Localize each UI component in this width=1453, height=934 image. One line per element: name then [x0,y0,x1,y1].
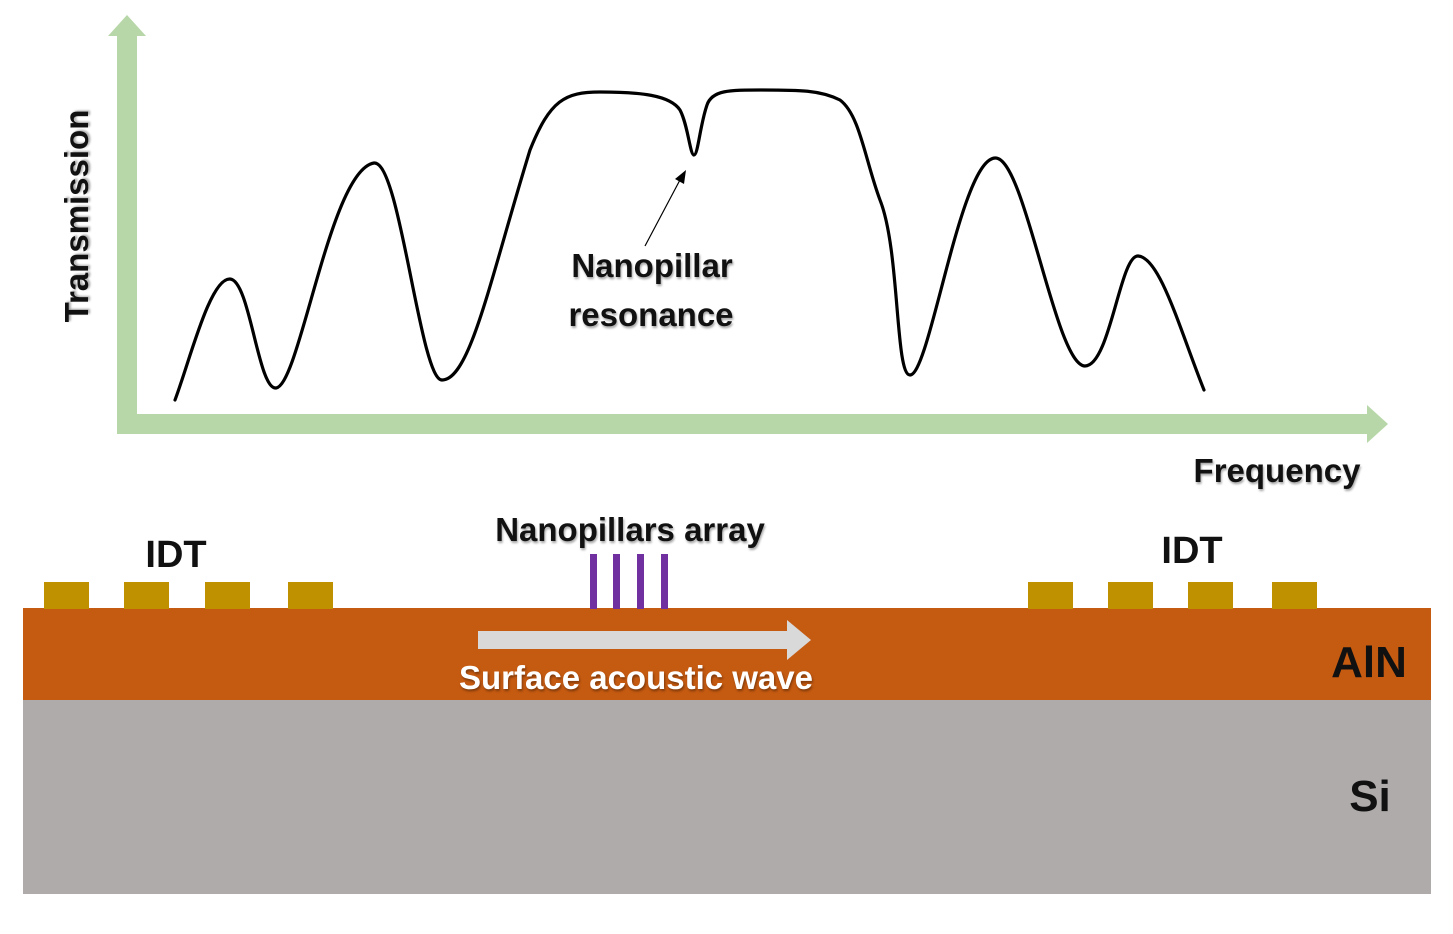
idt-electrode [205,582,250,609]
y-axis-label: Transmission [58,110,95,323]
x-axis-shaft [117,414,1369,434]
idt-electrode [124,582,169,609]
saw-label: Surface acoustic wave [459,659,813,696]
x-axis-arrowhead [1367,405,1388,443]
idt-left-label: IDT [145,534,206,576]
si-label: Si [1349,772,1391,821]
idt-electrode [1108,582,1153,609]
idt-right-electrodes [1028,582,1317,609]
idt-electrode [1188,582,1233,609]
device-cross-section: IDT IDT Nanopillars array Surface acoust… [23,511,1431,894]
nanopillar [613,554,620,609]
x-axis-label: Frequency [1194,452,1362,489]
x-axis-arrow [117,405,1388,443]
idt-electrode [288,582,333,609]
nanopillar [661,554,668,609]
nanopillar [590,554,597,609]
si-layer [23,700,1431,894]
aln-label: AlN [1331,638,1407,687]
idt-electrode [44,582,89,609]
saw-arrow [478,620,811,660]
nanopillar [637,554,644,609]
transmission-curve [173,88,1206,402]
y-axis-arrow [108,15,146,414]
aln-layer [23,608,1431,700]
annotation-line-1: Nanopillar [571,247,733,284]
idt-right-label: IDT [1161,530,1222,572]
annotation-line-2: resonance [568,296,733,333]
idt-electrode [1272,582,1317,609]
transmission-plot: Transmission Frequency Nanopillar resona… [58,15,1388,489]
idt-electrode [1028,582,1073,609]
resonance-annotation-arrow [644,170,686,247]
nanopillars-label: Nanopillars array [495,511,765,548]
y-axis-shaft [117,34,137,414]
idt-left-electrodes [44,582,333,609]
nanopillars [590,554,668,609]
y-axis-arrowhead [108,15,146,36]
